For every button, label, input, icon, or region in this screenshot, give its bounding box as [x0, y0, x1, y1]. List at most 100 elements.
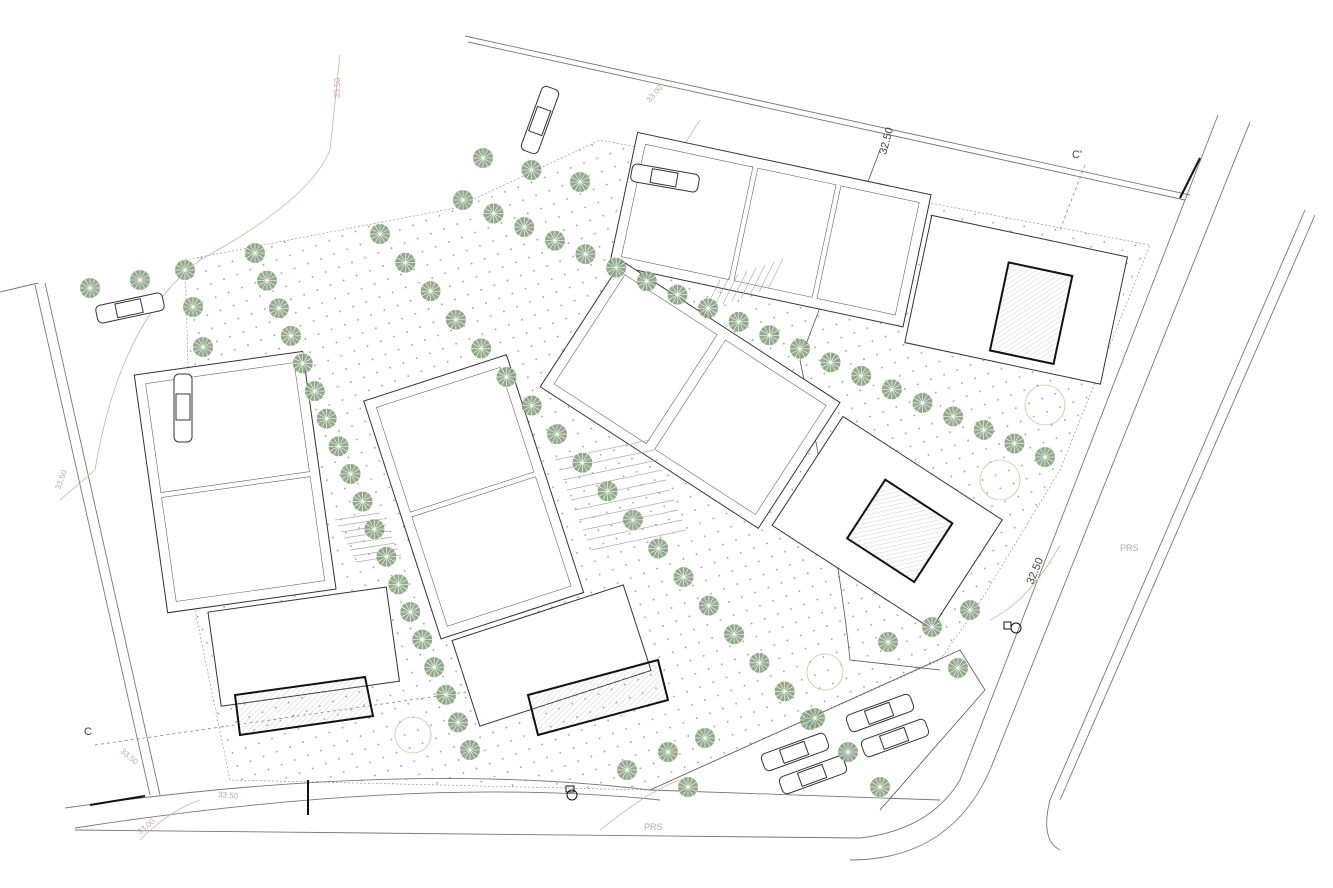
tree-icon	[129, 269, 151, 291]
contour-label: 33.50	[119, 747, 141, 767]
tree-icon	[569, 171, 591, 193]
car-icon	[95, 292, 165, 324]
path-stripe	[562, 459, 659, 481]
car-icon	[845, 693, 915, 733]
prs-label-bottom: PRS	[644, 822, 663, 832]
tree-icon	[657, 741, 679, 763]
path-stripe	[767, 258, 784, 290]
tree-icon	[520, 159, 543, 181]
path-stripe	[574, 489, 671, 511]
tree-icon	[315, 407, 338, 430]
villa-middle	[539, 260, 1003, 630]
tree-icon	[880, 378, 903, 401]
tree-icon	[616, 759, 638, 781]
tree-icon	[819, 351, 842, 374]
tree-icon	[694, 727, 716, 749]
tree-icon	[877, 631, 899, 653]
tree-icon	[942, 405, 965, 428]
cars	[95, 85, 930, 795]
tree-icon	[758, 324, 781, 347]
tree-icon	[666, 283, 689, 306]
section-label-c-prime: C'	[1072, 149, 1082, 161]
car-icon	[173, 373, 193, 443]
tree-icon	[804, 707, 826, 729]
tree-icon	[444, 308, 467, 331]
tree-icon	[635, 270, 658, 293]
car-icon	[778, 755, 848, 795]
tree-icon	[375, 545, 398, 568]
path-stripe	[570, 479, 667, 501]
tree-icon	[520, 394, 543, 417]
path-stripe	[758, 261, 775, 293]
villa-center	[363, 354, 652, 727]
tree-icon	[947, 657, 969, 679]
contour-label: 33.50	[218, 790, 239, 801]
path-stripe	[586, 519, 683, 541]
tree-icon	[244, 242, 266, 264]
tree-icon	[727, 310, 750, 333]
car-icon	[760, 732, 830, 772]
tree-icon	[255, 269, 278, 292]
tree-icon	[447, 711, 470, 734]
tree-icon	[1034, 446, 1056, 468]
contour-label: 33.00	[645, 83, 665, 105]
tree-icon	[850, 364, 873, 387]
tree-icon	[472, 147, 494, 169]
tree-icon	[788, 337, 811, 360]
pool-center	[526, 658, 670, 737]
path-stripe	[349, 542, 396, 551]
tree-icon	[192, 336, 214, 358]
tree-icon	[546, 423, 569, 446]
tree-icon	[411, 628, 434, 651]
circle-markers	[394, 384, 1066, 754]
path-stripe	[590, 529, 687, 551]
path-stripe	[346, 536, 393, 545]
tree-icon	[369, 223, 391, 245]
tree-icon	[543, 229, 566, 252]
tree-icon	[697, 594, 720, 617]
tree-icon	[748, 651, 771, 674]
tree-icon	[621, 508, 644, 531]
tree-icon	[869, 776, 891, 798]
tree-icon	[452, 189, 474, 211]
tree-icon	[513, 216, 536, 239]
path-stripe	[740, 267, 757, 299]
tree-icon	[697, 297, 720, 320]
pool-west	[233, 675, 375, 737]
path-stripe	[334, 512, 381, 521]
tree-icon	[267, 297, 290, 320]
tree-icon	[279, 324, 302, 347]
tree-icon	[495, 365, 518, 388]
tree-icon	[174, 259, 196, 281]
level-label-top: 32.50	[877, 126, 896, 156]
tree-icon	[672, 566, 695, 589]
tree-icon	[363, 518, 386, 541]
tree-icon	[423, 656, 446, 679]
trees	[79, 147, 1056, 798]
tree-icon	[339, 462, 362, 485]
tree-icon	[291, 352, 314, 375]
car-icon	[520, 85, 560, 155]
path-stripe	[578, 499, 675, 521]
path-stripe	[713, 276, 730, 308]
tree-icon	[387, 573, 410, 596]
level-label-right: 32.50	[1025, 556, 1046, 586]
tree-icon	[303, 380, 326, 403]
path-stripe	[554, 439, 651, 461]
tree-icon	[482, 202, 505, 225]
tree-icon	[327, 435, 350, 458]
tree-icon	[399, 600, 422, 623]
tree-icon	[921, 616, 943, 638]
tree-icon	[459, 739, 481, 761]
tree-icon	[677, 776, 699, 798]
tree-icon	[972, 418, 995, 441]
tree-icon	[773, 680, 796, 703]
car-icon	[630, 163, 700, 193]
path-stripe	[722, 273, 739, 305]
tree-icon	[182, 296, 204, 318]
tree-icon	[596, 480, 619, 503]
car-icon	[860, 718, 930, 758]
tree-icon	[647, 537, 670, 560]
roads	[0, 35, 1316, 861]
